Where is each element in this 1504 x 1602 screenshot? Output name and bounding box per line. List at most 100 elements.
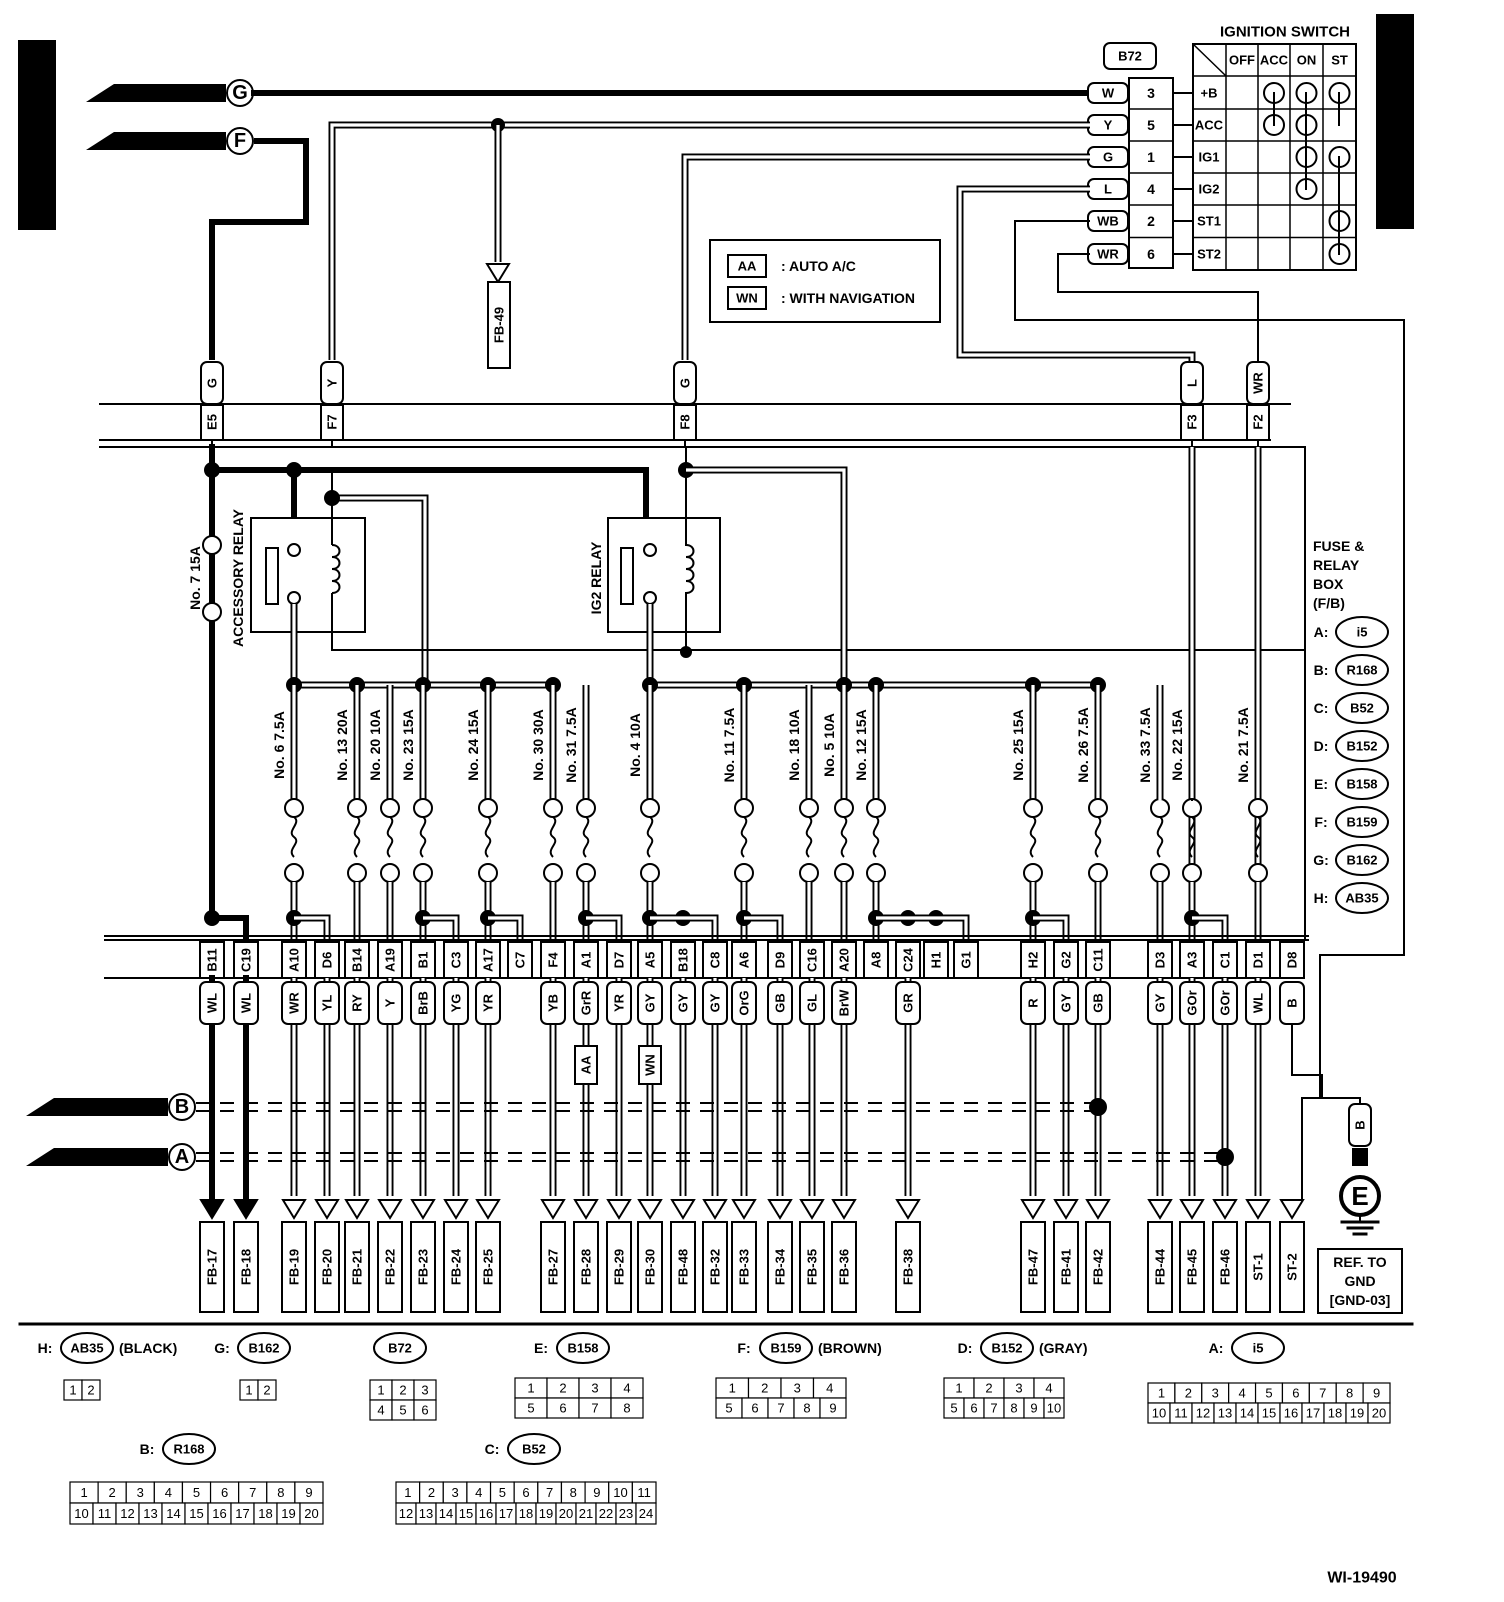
term-a17: A17 (481, 948, 496, 972)
output-dest-box (1085, 1221, 1111, 1313)
fb-conn-key-5: F: (1314, 814, 1327, 830)
view-pin: 3 (591, 1381, 598, 1396)
output-wire-tag: GB (1091, 993, 1106, 1013)
bottom-term-box (1279, 941, 1305, 979)
fuse-element (1094, 816, 1102, 858)
fuse-top (347, 798, 367, 818)
output-wire-tag-box (606, 981, 632, 1025)
view-pin: 3 (1212, 1386, 1219, 1401)
ground-connector (1352, 1148, 1368, 1166)
ground-symbol: E (1351, 1181, 1368, 1211)
bottom-term-box (475, 941, 501, 979)
fb-conn-b158: B158 (1346, 777, 1377, 792)
view-pin: 5 (527, 1401, 534, 1416)
fuse-label-4: No. 24 15A (465, 709, 481, 781)
view-pin: 8 (1010, 1401, 1017, 1416)
fuse-label-2: No. 20 10A (367, 709, 383, 781)
fb49-arrow (485, 263, 511, 284)
view-pin: 22 (599, 1506, 613, 1521)
view-pin: 8 (1346, 1386, 1353, 1401)
view-pin: 6 (421, 1403, 428, 1418)
bottom-term-box (281, 941, 307, 979)
switch-wire-tag: G (1103, 150, 1113, 165)
output-dest-fb-35: FB-35 (805, 1249, 820, 1285)
view-pin: 4 (826, 1381, 833, 1396)
fuse-top (799, 798, 819, 818)
fb-conn-oval (1335, 768, 1389, 800)
fb-title-1: RELAY (1313, 557, 1360, 573)
view-pin: 7 (591, 1401, 598, 1416)
supply-f-letter: F (234, 130, 246, 152)
fuse-top (543, 798, 563, 818)
view-pin: 12 (399, 1506, 413, 1521)
view-pin: 5 (950, 1401, 957, 1416)
view-oval (237, 1332, 291, 1364)
ground-ref-2: GND (1344, 1273, 1375, 1289)
bottom-term-box (1245, 941, 1271, 979)
output-arrow (199, 1199, 225, 1220)
view-pin: 11 (637, 1485, 651, 1500)
fuse-top (1182, 798, 1202, 818)
bus-e5-c19 (212, 915, 249, 940)
view-conn-b52: B52 (522, 1442, 546, 1457)
view-pin: 19 (539, 1506, 553, 1521)
output-wire-tag: YL (320, 995, 335, 1012)
output-wire-tag-box (314, 981, 340, 1025)
view-oval (980, 1332, 1034, 1364)
output-dest-box (443, 1221, 469, 1313)
output-dest-fb-44: FB-44 (1153, 1248, 1168, 1285)
fuse-label-7: No. 4 10A (627, 713, 643, 777)
fuse-top (734, 798, 754, 818)
fuse-label-10: No. 5 10A (821, 713, 837, 777)
output-wire-tag: WL (205, 993, 220, 1013)
legend-wn-text: : WITH NAVIGATION (781, 290, 915, 306)
view-pin: 15 (1262, 1406, 1276, 1421)
fb-conn-oval (1335, 730, 1389, 762)
view-pin: 1 (245, 1383, 252, 1398)
inline-aa: AA (579, 1055, 594, 1074)
term-c16: C16 (805, 948, 820, 972)
view-oval (162, 1433, 216, 1465)
output-arrow (1279, 1199, 1305, 1220)
fuse-label-14: No. 33 7.5A (1137, 707, 1153, 782)
supply-a-circle (168, 1143, 196, 1171)
fb-conn-key-1: B: (1314, 662, 1329, 678)
view-cell (635, 1502, 657, 1525)
view-pin: 10 (74, 1506, 88, 1521)
page-tag-left: P-SUP-05 (22, 76, 52, 193)
fuse-bot (1088, 863, 1108, 883)
output-arrow (670, 1199, 696, 1220)
view-pin: 12 (120, 1506, 134, 1521)
switch-wire-tag: WB (1097, 214, 1119, 229)
output-dest-fb-23: FB-23 (416, 1249, 431, 1285)
switch-pin: 5 (1147, 117, 1155, 133)
view-pin: 19 (1350, 1406, 1364, 1421)
term-a8: A8 (869, 952, 884, 969)
fb-conn-key-7: H: (1314, 890, 1329, 906)
output-wire-tag: GY (1153, 993, 1168, 1012)
output-wire-tag-box (281, 981, 307, 1025)
fuse-label-3: No. 23 15A (400, 709, 416, 781)
view-pin: 8 (277, 1485, 284, 1500)
view-note-ab35: (BLACK) (119, 1340, 177, 1356)
figure-id: WI-19490 (1327, 1570, 1396, 1587)
output-wire-tag: GY (708, 993, 723, 1012)
ground-wire-tag: B (1353, 1120, 1368, 1129)
term-d7: D7 (612, 952, 627, 969)
bottom-term-box (670, 941, 696, 979)
fuse-top (1248, 798, 1268, 818)
term-a20: A20 (837, 948, 852, 972)
fuse-top (1088, 798, 1108, 818)
view-pin: 9 (1030, 1401, 1037, 1416)
fuse-bot (1248, 863, 1268, 883)
bottom-term-box (863, 941, 889, 979)
fuse-label-8: No. 11 7.5A (721, 708, 737, 783)
wire-core (686, 468, 846, 685)
fuse-label-16: No. 21 7.5A (1235, 707, 1251, 782)
view-conn-i5: i5 (1253, 1341, 1264, 1356)
fuse-label-1: No. 13 20A (334, 709, 350, 781)
output-arrow (1020, 1199, 1046, 1220)
fuse-bot (1023, 863, 1043, 883)
ground-ref-3: [GND-03] (1330, 1292, 1391, 1308)
output-arrow (377, 1199, 403, 1220)
